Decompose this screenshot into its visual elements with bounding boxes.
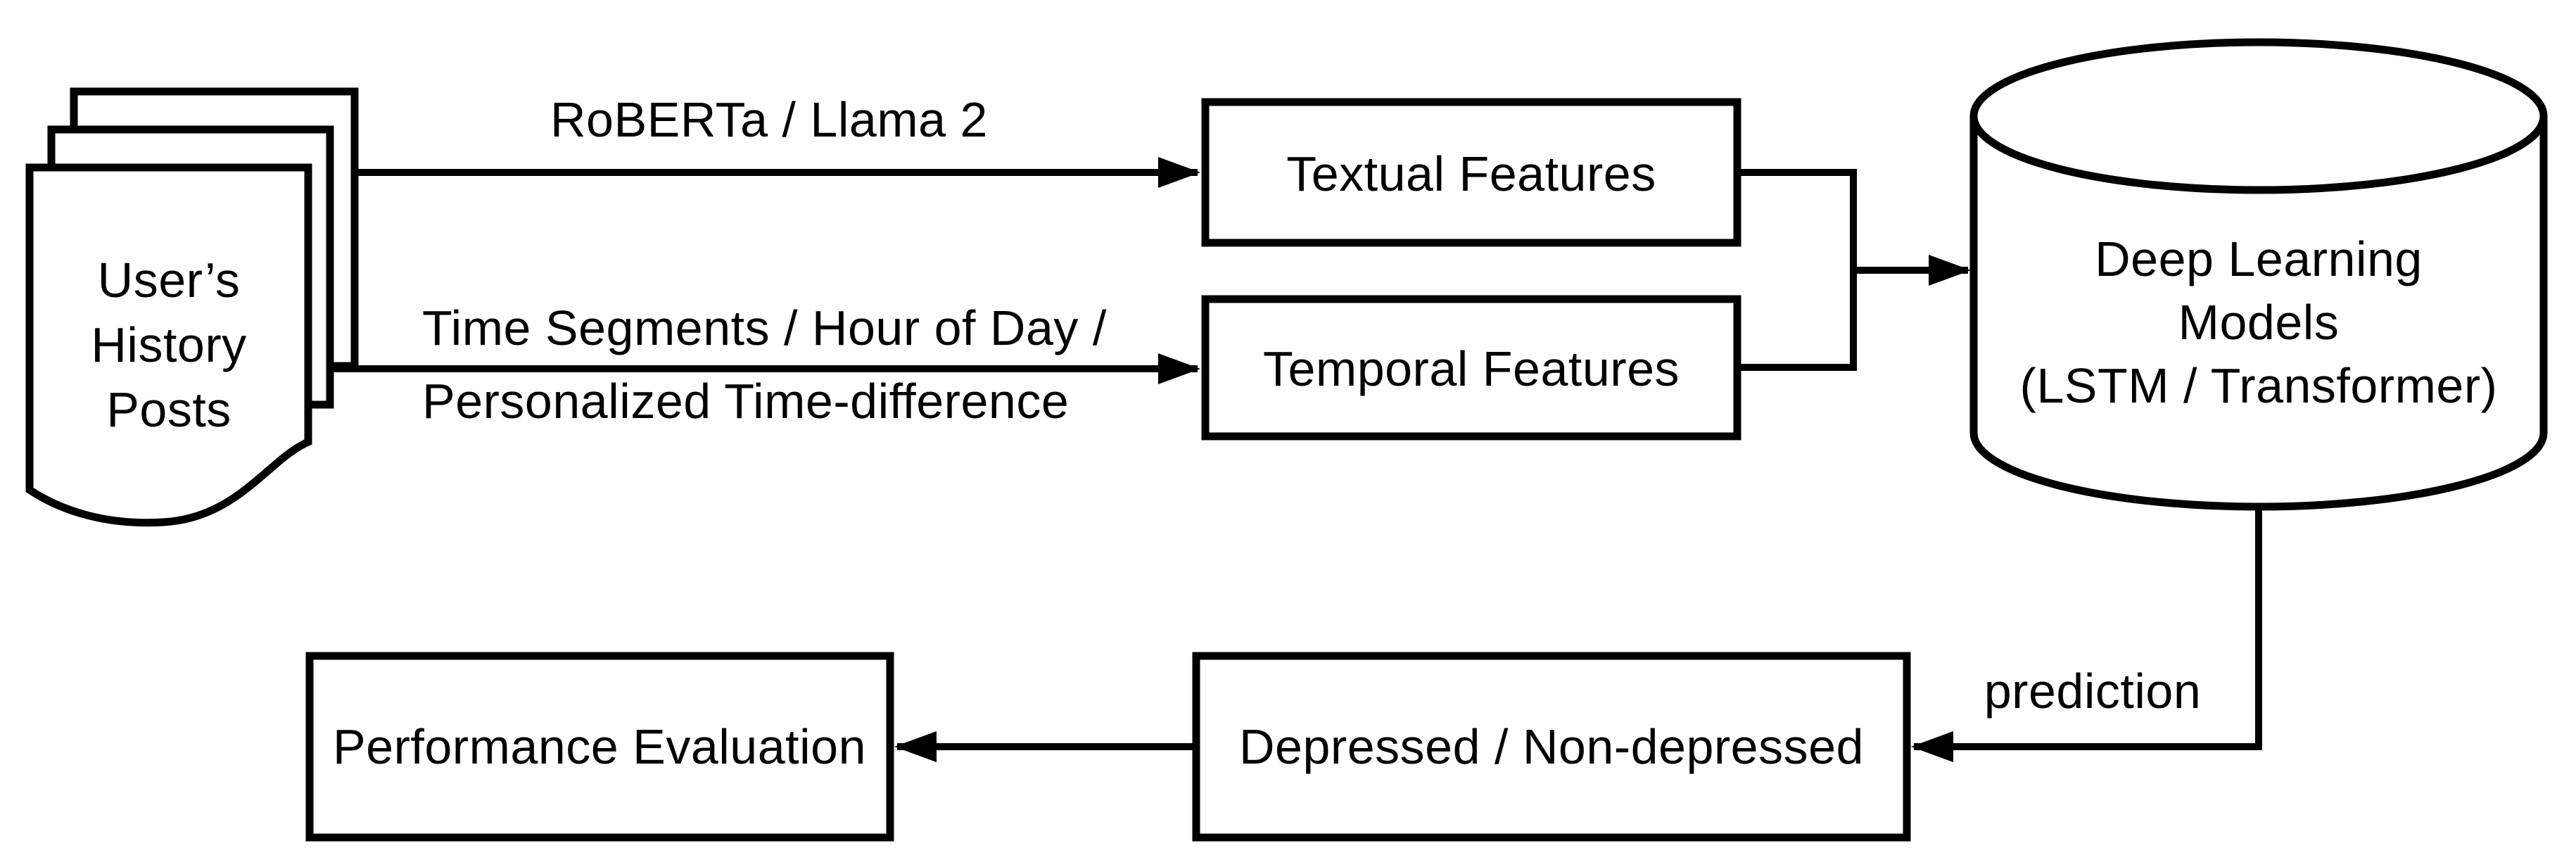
depressed-output-label: Depressed / Non-depressed [1239, 719, 1864, 774]
user-posts-label-line1: User’s [98, 253, 241, 308]
node-deep-learning-models: Deep Learning Models (LSTM / Transformer… [1969, 38, 2548, 511]
depressed-output-box [1192, 652, 1911, 842]
edge-posts-to-textual: RoBERTa / Llama 2 [355, 92, 1200, 188]
node-textual-features: Textual Features [1201, 98, 1741, 247]
edge-posts-to-temporal: Time Segments / Hour of Day / Personaliz… [331, 301, 1200, 429]
node-performance-evaluation: Performance Evaluation [305, 652, 894, 842]
edge-features-to-model [1737, 169, 1971, 371]
user-posts-label-line3: Posts [106, 382, 231, 437]
model-label-line3: (LSTM / Transformer) [2020, 358, 2498, 413]
node-depressed-output: Depressed / Non-depressed [1192, 652, 1911, 842]
document-page-front [25, 163, 312, 527]
edge-model-to-output: prediction [1911, 507, 2262, 762]
edge-label-prediction: prediction [1984, 664, 2202, 719]
edge-label-time-segments: Time Segments / Hour of Day / [422, 301, 1107, 355]
cylinder-body [1969, 116, 2548, 511]
cylinder-top [1969, 38, 2548, 194]
textual-features-label: Textual Features [1286, 146, 1656, 201]
edge-label-roberta-llama: RoBERTa / Llama 2 [550, 92, 988, 147]
model-label-line2: Models [2178, 295, 2340, 350]
temporal-features-label: Temporal Features [1263, 341, 1680, 396]
node-temporal-features: Temporal Features [1201, 295, 1741, 441]
arrow-prediction [1911, 507, 2262, 762]
model-label-line1: Deep Learning [2095, 232, 2423, 286]
user-posts-label-line2: History [91, 317, 246, 372]
performance-evaluation-label: Performance Evaluation [333, 719, 866, 774]
edge-label-personalized-timediff: Personalized Time-difference [422, 374, 1069, 429]
node-user-history-posts: User’s History Posts [25, 87, 359, 527]
performance-evaluation-box [305, 652, 894, 842]
